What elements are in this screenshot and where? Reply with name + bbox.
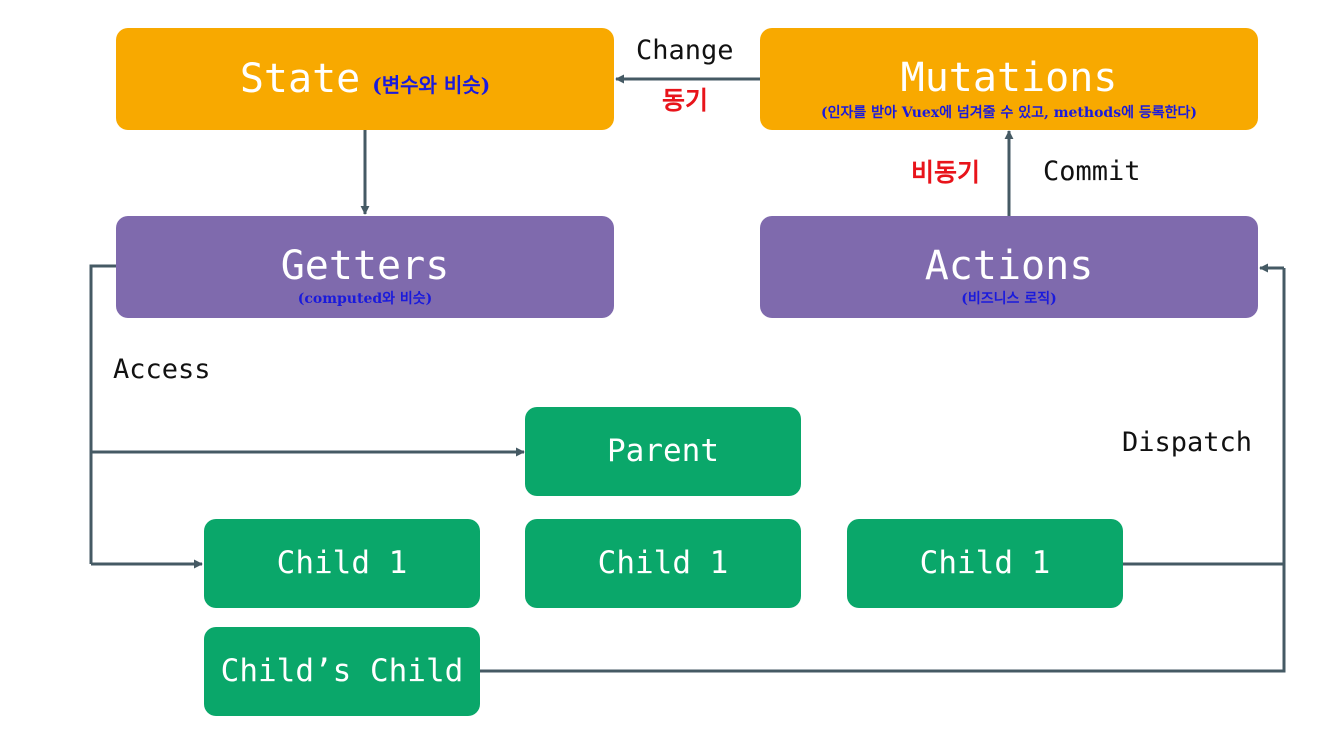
change-label: Change	[636, 35, 734, 66]
actions-title: Actions	[924, 243, 1094, 289]
getters-node: Getters (computed와 비슷)	[116, 216, 614, 318]
state-node: State (변수와 비슷)	[116, 28, 614, 130]
child-1-right-label: Child 1	[919, 545, 1051, 581]
sync-label: 동기	[662, 86, 709, 115]
mutations-title: Mutations	[900, 55, 1118, 101]
access-label: Access	[113, 354, 211, 385]
getters-note: (computed와 비슷)	[297, 291, 433, 307]
state-note: (변수와 비슷)	[372, 73, 491, 97]
child-1-middle-label: Child 1	[597, 545, 729, 581]
child-1-node-right: Child 1	[847, 519, 1123, 608]
actions-note: (비즈니스 로직)	[961, 291, 1057, 307]
commit-label: Commit	[1043, 156, 1141, 187]
grandchild-label: Child’s Child	[220, 653, 464, 689]
access-line	[89, 264, 117, 564]
grandchild-node: Child’s Child	[204, 627, 480, 716]
parent-node: Parent	[525, 407, 801, 496]
actions-node: Actions (비즈니스 로직)	[760, 216, 1258, 318]
getters-title: Getters	[280, 243, 450, 289]
child-1-left-label: Child 1	[276, 545, 408, 581]
mutations-note: (인자를 받아 Vuex에 넘겨줄 수 있고, methods에 등록한다)	[821, 105, 1197, 121]
state-title: State	[239, 56, 361, 102]
mutations-node: Mutations (인자를 받아 Vuex에 넘겨줄 수 있고, method…	[760, 28, 1258, 130]
parent-label: Parent	[607, 433, 719, 469]
child-1-node-middle: Child 1	[525, 519, 801, 608]
async-label: 비동기	[911, 158, 981, 187]
dispatch-label: Dispatch	[1122, 427, 1253, 458]
dispatch-from-grandchild-line	[480, 268, 1286, 673]
child-1-node-left: Child 1	[204, 519, 480, 608]
